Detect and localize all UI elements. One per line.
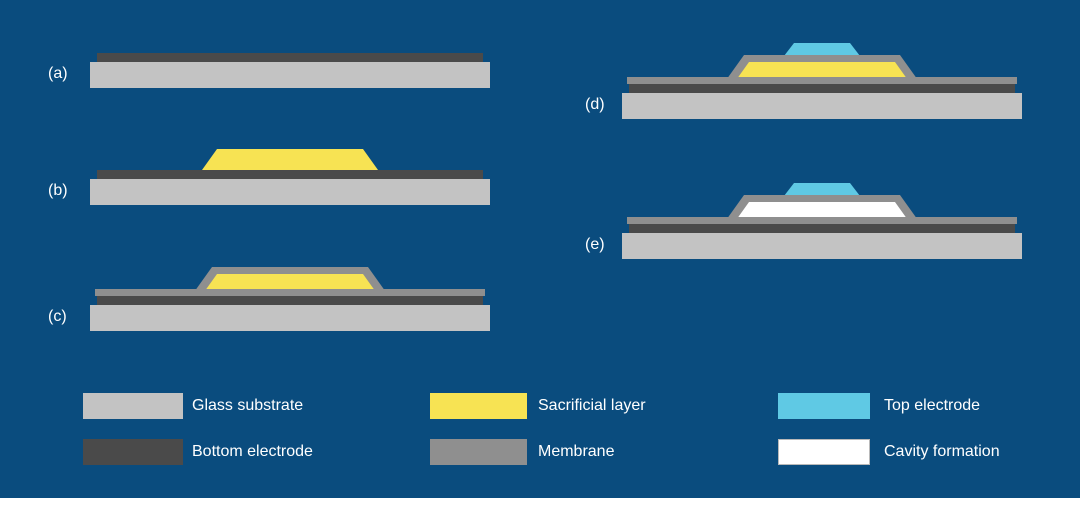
bottom-electrode-layer [97, 296, 483, 305]
bottom-electrode-layer [629, 224, 1015, 233]
glass-substrate-layer [90, 305, 490, 331]
glass-substrate-layer [622, 93, 1022, 119]
panel-label-b: (b) [48, 182, 68, 199]
bottom-divider [0, 498, 1080, 506]
legend-label-membrane: Membrane [538, 443, 615, 460]
sacrificial-layer [202, 149, 378, 170]
legend-label-cavity-formation: Cavity formation [884, 443, 1000, 460]
legend-swatch-sacrificial-layer [430, 393, 527, 419]
legend-label-glass-substrate: Glass substrate [192, 397, 304, 414]
panel-label-c: (c) [48, 308, 67, 325]
top-electrode-layer [784, 183, 860, 196]
legend-swatch-membrane [430, 439, 527, 465]
bottom-electrode-layer [629, 84, 1015, 93]
panel-label-d: (d) [585, 96, 605, 113]
legend-swatch-cavity-formation [778, 439, 870, 465]
legend-swatch-top-electrode [778, 393, 870, 419]
panel-label-e: (e) [585, 236, 605, 253]
bottom-electrode-layer [97, 53, 483, 62]
legend-swatch-bottom-electrode [83, 439, 183, 465]
membrane-layer [95, 289, 485, 296]
legend-label-top-electrode: Top electrode [884, 397, 981, 414]
bottom-electrode-layer [97, 170, 483, 179]
membrane-layer [627, 77, 1017, 84]
glass-substrate-layer [622, 233, 1022, 259]
top-electrode-layer [784, 43, 860, 56]
legend-label-sacrificial-layer: Sacrificial layer [538, 397, 646, 414]
legend-label-bottom-electrode: Bottom electrode [192, 443, 313, 460]
legend-swatch-glass-substrate [83, 393, 183, 419]
glass-substrate-layer [90, 179, 490, 205]
glass-substrate-layer [90, 62, 490, 88]
panel-label-a: (a) [48, 65, 68, 82]
membrane-layer [627, 217, 1017, 224]
